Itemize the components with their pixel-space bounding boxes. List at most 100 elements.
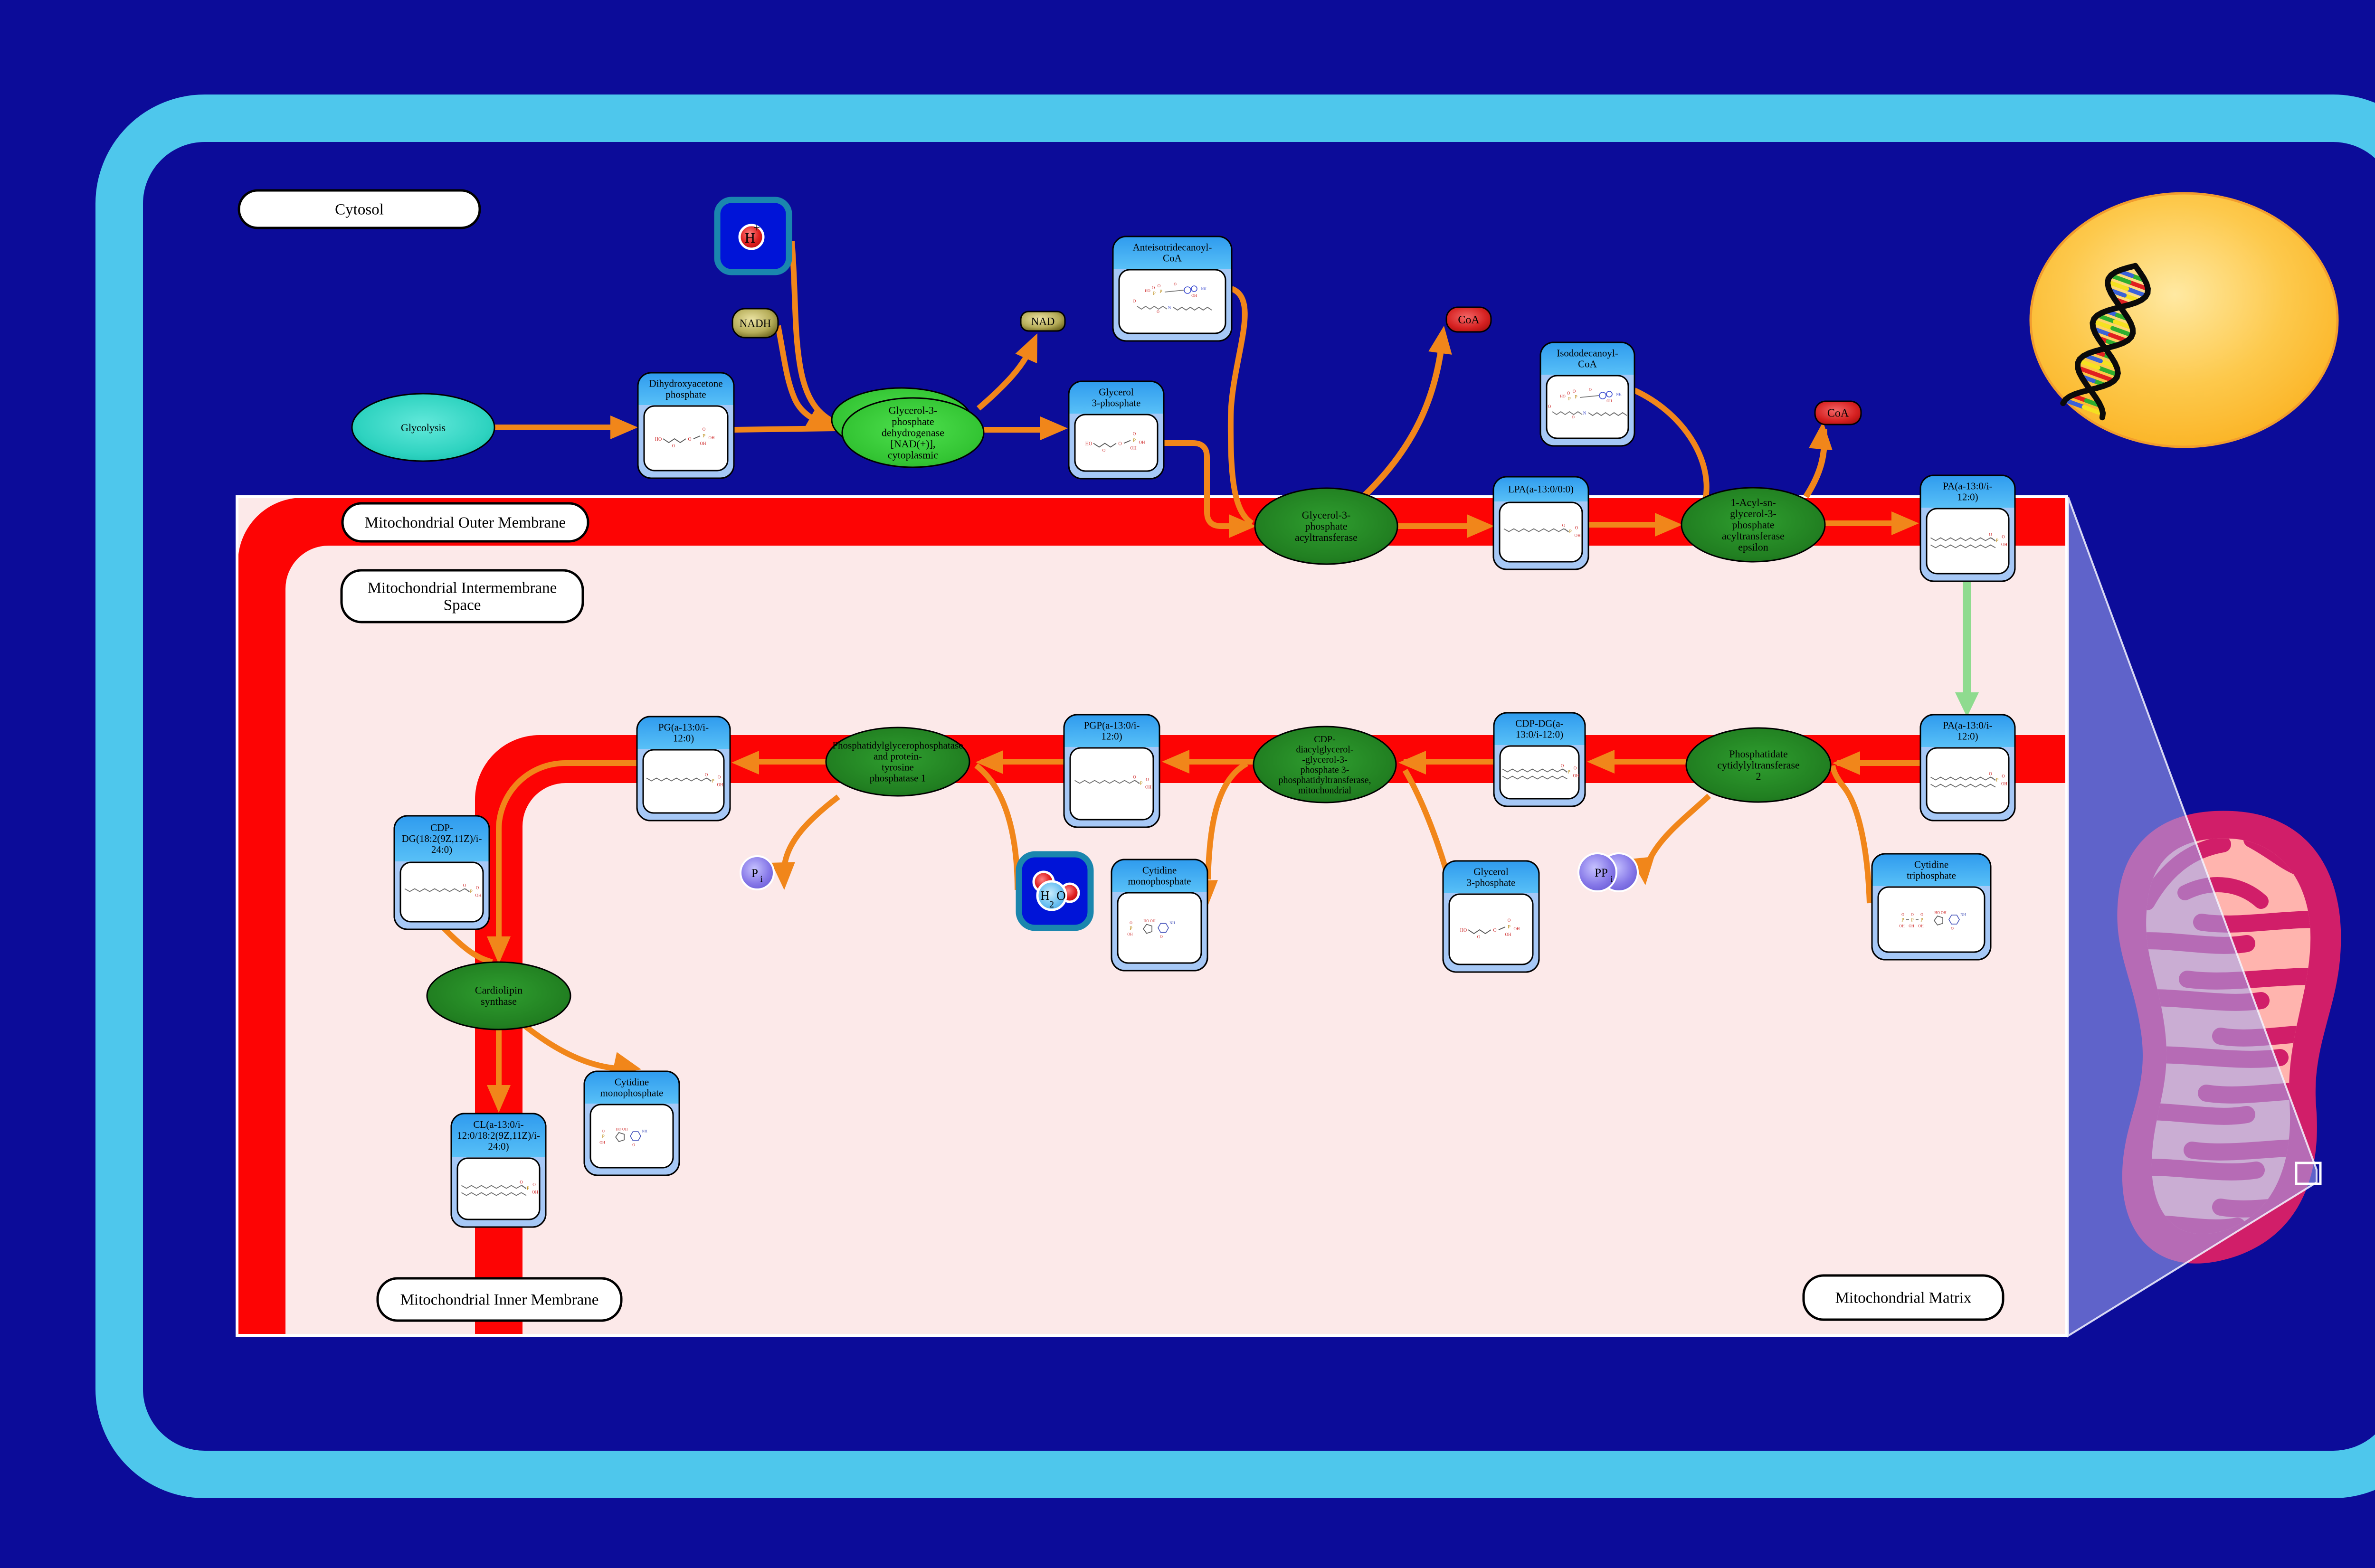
svg-text:mitochondrial: mitochondrial [1298, 785, 1352, 796]
svg-text:2: 2 [1049, 899, 1054, 910]
svg-text:O: O [1562, 523, 1566, 528]
svg-text:P: P [751, 867, 758, 880]
svg-text:P: P [1140, 781, 1143, 786]
svg-text:P: P [1159, 289, 1162, 294]
svg-text:OH: OH [700, 441, 706, 446]
svg-text:OH: OH [2001, 782, 2007, 786]
svg-text:O: O [1911, 913, 1914, 917]
svg-text:O: O [602, 1129, 605, 1133]
svg-text:P: P [1130, 926, 1132, 931]
svg-text:+: + [753, 222, 760, 235]
svg-text:P: P [1996, 538, 1999, 544]
svg-text:OH: OH [1899, 924, 1905, 928]
svg-text:O: O [1589, 387, 1592, 392]
svg-text:O: O [1920, 913, 1923, 917]
svg-text:PGP(a-13:0/i-: PGP(a-13:0/i- [1084, 720, 1140, 731]
svg-text:dehydrogenase: dehydrogenase [882, 426, 944, 438]
svg-text:O: O [1548, 404, 1551, 409]
svg-text:P: P [1133, 438, 1136, 444]
svg-text:O: O [1160, 935, 1163, 939]
svg-text:epsilon: epsilon [1738, 541, 1768, 553]
svg-text:NH: NH [1169, 921, 1175, 925]
svg-text:24:0): 24:0) [488, 1141, 509, 1152]
svg-text:O: O [705, 773, 708, 777]
svg-text:2: 2 [1756, 770, 1761, 782]
svg-text:1-Acyl-sn-: 1-Acyl-sn- [1730, 496, 1776, 508]
svg-text:phosphate: phosphate [1732, 519, 1774, 530]
svg-text:CoA: CoA [1578, 359, 1597, 370]
svg-text:P: P [703, 433, 705, 439]
svg-text:O: O [718, 775, 721, 780]
svg-text:12:0): 12:0) [1101, 731, 1122, 742]
svg-text:diacylglycerol-: diacylglycerol- [1296, 745, 1353, 755]
svg-text:PA(a-13:0/i-: PA(a-13:0/i- [1943, 481, 1992, 492]
svg-text:12:0/18:2(9Z,11Z)/i-: 12:0/18:2(9Z,11Z)/i- [457, 1130, 540, 1141]
svg-text:P: P [602, 1134, 605, 1140]
svg-text:HO OH: HO OH [1934, 911, 1946, 915]
svg-text:OH: OH [532, 1190, 538, 1195]
svg-text:NADH: NADH [740, 317, 771, 329]
svg-text:NH: NH [1960, 913, 1966, 917]
svg-text:NAD: NAD [1031, 315, 1055, 327]
svg-text:glycerol-3-: glycerol-3- [1730, 508, 1776, 520]
svg-text:phosphatidyltransferase,: phosphatidyltransferase, [1279, 775, 1371, 785]
svg-text:HO OH: HO OH [1143, 919, 1155, 923]
svg-text:O: O [1575, 526, 1578, 530]
svg-text:O: O [476, 886, 479, 890]
svg-text:OH: OH [599, 1141, 605, 1145]
svg-text:OH: OH [1145, 785, 1151, 790]
svg-text:O: O [1133, 299, 1136, 303]
svg-text:O: O [1477, 935, 1481, 939]
svg-text:12:0): 12:0) [1957, 731, 1978, 742]
svg-text:P: P [1996, 778, 1999, 783]
svg-text:O: O [2002, 774, 2005, 779]
svg-text:CoA: CoA [1827, 407, 1849, 420]
svg-text:3-phosphate: 3-phosphate [1092, 397, 1141, 409]
svg-text:P: P [1901, 918, 1904, 923]
svg-text:N: N [1583, 411, 1586, 416]
svg-text:O: O [520, 1180, 523, 1185]
svg-text:P: P [1575, 395, 1577, 400]
svg-text:OH: OH [1918, 924, 1924, 928]
svg-text:Mitochondrial Inner Membrane: Mitochondrial Inner Membrane [400, 1292, 599, 1309]
svg-text:phosphatase 1: phosphatase 1 [870, 773, 926, 784]
svg-text:3-phosphate: 3-phosphate [1467, 877, 1516, 888]
svg-text:H: H [1040, 888, 1050, 903]
svg-text:and protein-: and protein- [874, 751, 922, 762]
svg-text:H: H [745, 229, 755, 246]
svg-text:Cytosol: Cytosol [335, 201, 384, 218]
svg-text:OH: OH [709, 435, 715, 440]
svg-text:CDP-: CDP- [1314, 734, 1336, 745]
svg-text:OH: OH [1191, 293, 1197, 298]
svg-text:Mitochondrial Outer Membrane: Mitochondrial Outer Membrane [365, 514, 566, 531]
svg-text:O: O [1567, 391, 1570, 396]
svg-text:cytoplasmic: cytoplasmic [888, 449, 939, 461]
svg-text:Dihydroxyacetone: Dihydroxyacetone [649, 378, 722, 389]
svg-text:O: O [1118, 442, 1121, 447]
svg-text:monophosphate: monophosphate [600, 1087, 664, 1099]
svg-text:NH: NH [1201, 287, 1206, 291]
svg-text:i: i [1610, 874, 1613, 884]
svg-text:Glycolysis: Glycolysis [401, 422, 446, 434]
svg-text:NH: NH [642, 1129, 647, 1133]
svg-text:HO: HO [1560, 394, 1566, 398]
svg-text:OH: OH [1139, 440, 1145, 445]
svg-text:Anteisotridecanoyl-: Anteisotridecanoyl- [1133, 242, 1212, 253]
svg-text:tyrosine: tyrosine [882, 762, 914, 773]
svg-text:-glycerol-3-: -glycerol-3- [1302, 755, 1348, 765]
svg-text:NH: NH [1616, 392, 1622, 397]
svg-text:O: O [1901, 913, 1904, 917]
svg-text:12:0): 12:0) [1957, 491, 1978, 503]
svg-text:phosphate: phosphate [1305, 520, 1347, 532]
svg-text:O: O [1157, 310, 1159, 314]
svg-text:HO: HO [1460, 928, 1467, 933]
svg-text:24:0): 24:0) [431, 844, 452, 855]
svg-text:12:0): 12:0) [673, 733, 694, 744]
svg-text:Mitochondrial Matrix: Mitochondrial Matrix [1835, 1290, 1972, 1307]
svg-text:O: O [1158, 283, 1161, 288]
svg-text:Isododecanoyl-: Isododecanoyl- [1557, 348, 1618, 359]
svg-text:O: O [688, 437, 691, 442]
svg-text:PG(a-13:0/i-: PG(a-13:0/i- [658, 722, 709, 733]
svg-text:O: O [1152, 285, 1155, 290]
svg-text:O: O [1056, 888, 1066, 903]
